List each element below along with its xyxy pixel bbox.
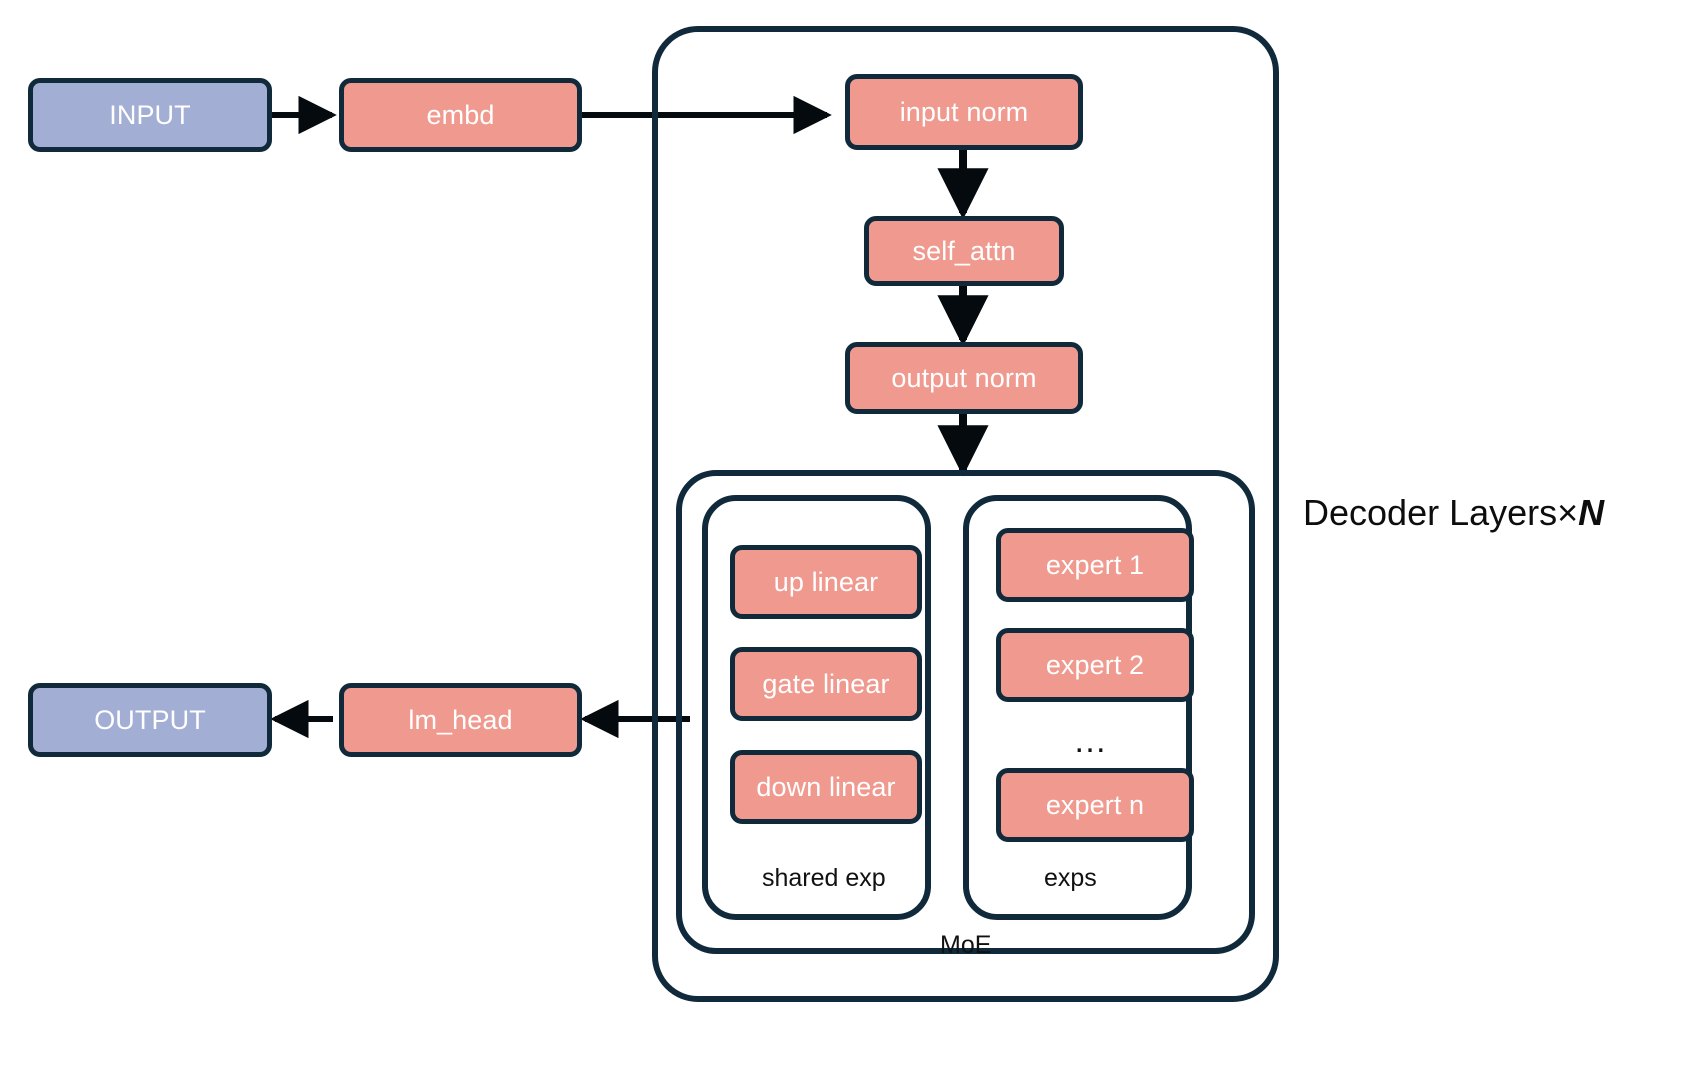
- node-self-attn[interactable]: self_attn: [864, 216, 1064, 286]
- node-embd[interactable]: embd: [339, 78, 582, 152]
- node-down-linear[interactable]: down linear: [730, 750, 922, 824]
- node-lm-head[interactable]: lm_head: [339, 683, 582, 757]
- node-output[interactable]: OUTPUT: [28, 683, 272, 757]
- node-input[interactable]: INPUT: [28, 78, 272, 152]
- node-expert-1[interactable]: expert 1: [996, 528, 1194, 602]
- decoder-layers-annotation: Decoder Layers×N: [1303, 495, 1604, 531]
- shared-exp-group: [702, 495, 931, 920]
- moe-label: MoE: [940, 931, 992, 959]
- moe-container: [676, 470, 1255, 954]
- decoder-layers-container: [652, 26, 1279, 1002]
- decoder-layers-annotation-prefix: Decoder Layers×: [1303, 492, 1579, 533]
- shared-exp-label: shared exp: [762, 864, 886, 892]
- node-expert-2[interactable]: expert 2: [996, 628, 1194, 702]
- exps-group: [963, 495, 1192, 920]
- decoder-layers-annotation-count: N: [1578, 492, 1605, 533]
- node-up-linear[interactable]: up linear: [730, 545, 922, 619]
- node-expert-n[interactable]: expert n: [996, 768, 1194, 842]
- node-gate-linear[interactable]: gate linear: [730, 647, 922, 721]
- expert-ellipsis: …: [1073, 722, 1109, 760]
- node-output-norm[interactable]: output norm: [845, 342, 1083, 414]
- exps-label: exps: [1044, 864, 1097, 892]
- node-input-norm[interactable]: input norm: [845, 74, 1083, 150]
